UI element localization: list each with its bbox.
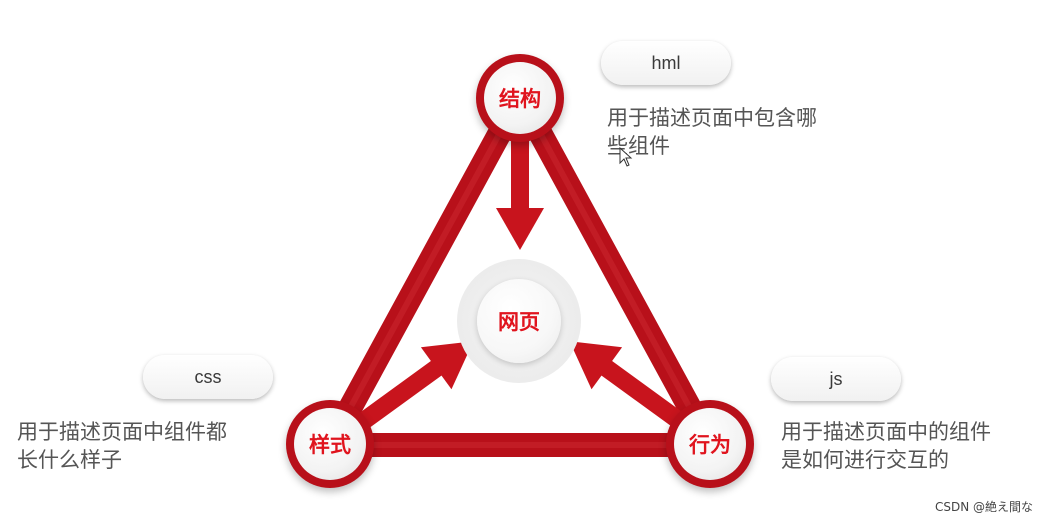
- top-description-line-2: 些组件: [607, 134, 670, 158]
- left-node-face: 样式: [294, 408, 366, 480]
- arrow-right-to-center: [569, 341, 684, 428]
- right-pill-text: js: [829, 368, 843, 389]
- right-node-face: 行为: [674, 408, 746, 480]
- top-pill-label: hml: [601, 41, 731, 85]
- left-node: 样式: [286, 400, 374, 488]
- top-node: 结构: [476, 54, 564, 142]
- right-pill-label: js: [771, 357, 901, 401]
- right-description: 用于描述页面中的组件 是如何进行交互的: [781, 418, 991, 474]
- center-halo: 网页: [457, 259, 581, 383]
- top-node-face: 结构: [484, 62, 556, 134]
- center-node-label: 网页: [498, 310, 540, 334]
- top-description: 用于描述页面中包含哪 些组件: [607, 104, 817, 160]
- right-description-line-2: 是如何进行交互的: [781, 448, 949, 472]
- arrow-top-to-center: [496, 140, 544, 250]
- watermark: CSDN @絶え間な: [934, 500, 1033, 514]
- top-node-label: 结构: [499, 87, 541, 111]
- right-node-label: 行为: [689, 433, 731, 457]
- right-node: 行为: [666, 400, 754, 488]
- left-pill-text: css: [194, 366, 222, 387]
- center-node: 网页: [477, 279, 561, 363]
- left-pill-label: css: [143, 355, 273, 399]
- triangle-frame: [318, 84, 722, 457]
- left-description: 用于描述页面中组件都 长什么样子: [17, 418, 227, 474]
- right-description-line-1: 用于描述页面中的组件: [781, 420, 991, 444]
- arrow-left-to-center: [359, 341, 474, 428]
- triangle-frame-highlight: [327, 93, 713, 448]
- mouse-cursor-icon: [619, 147, 633, 167]
- left-node-label: 样式: [309, 433, 351, 457]
- top-description-line-1: 用于描述页面中包含哪: [607, 106, 817, 130]
- left-description-line-2: 长什么样子: [17, 448, 122, 472]
- top-pill-text: hml: [651, 52, 681, 73]
- left-description-line-1: 用于描述页面中组件都: [17, 420, 227, 444]
